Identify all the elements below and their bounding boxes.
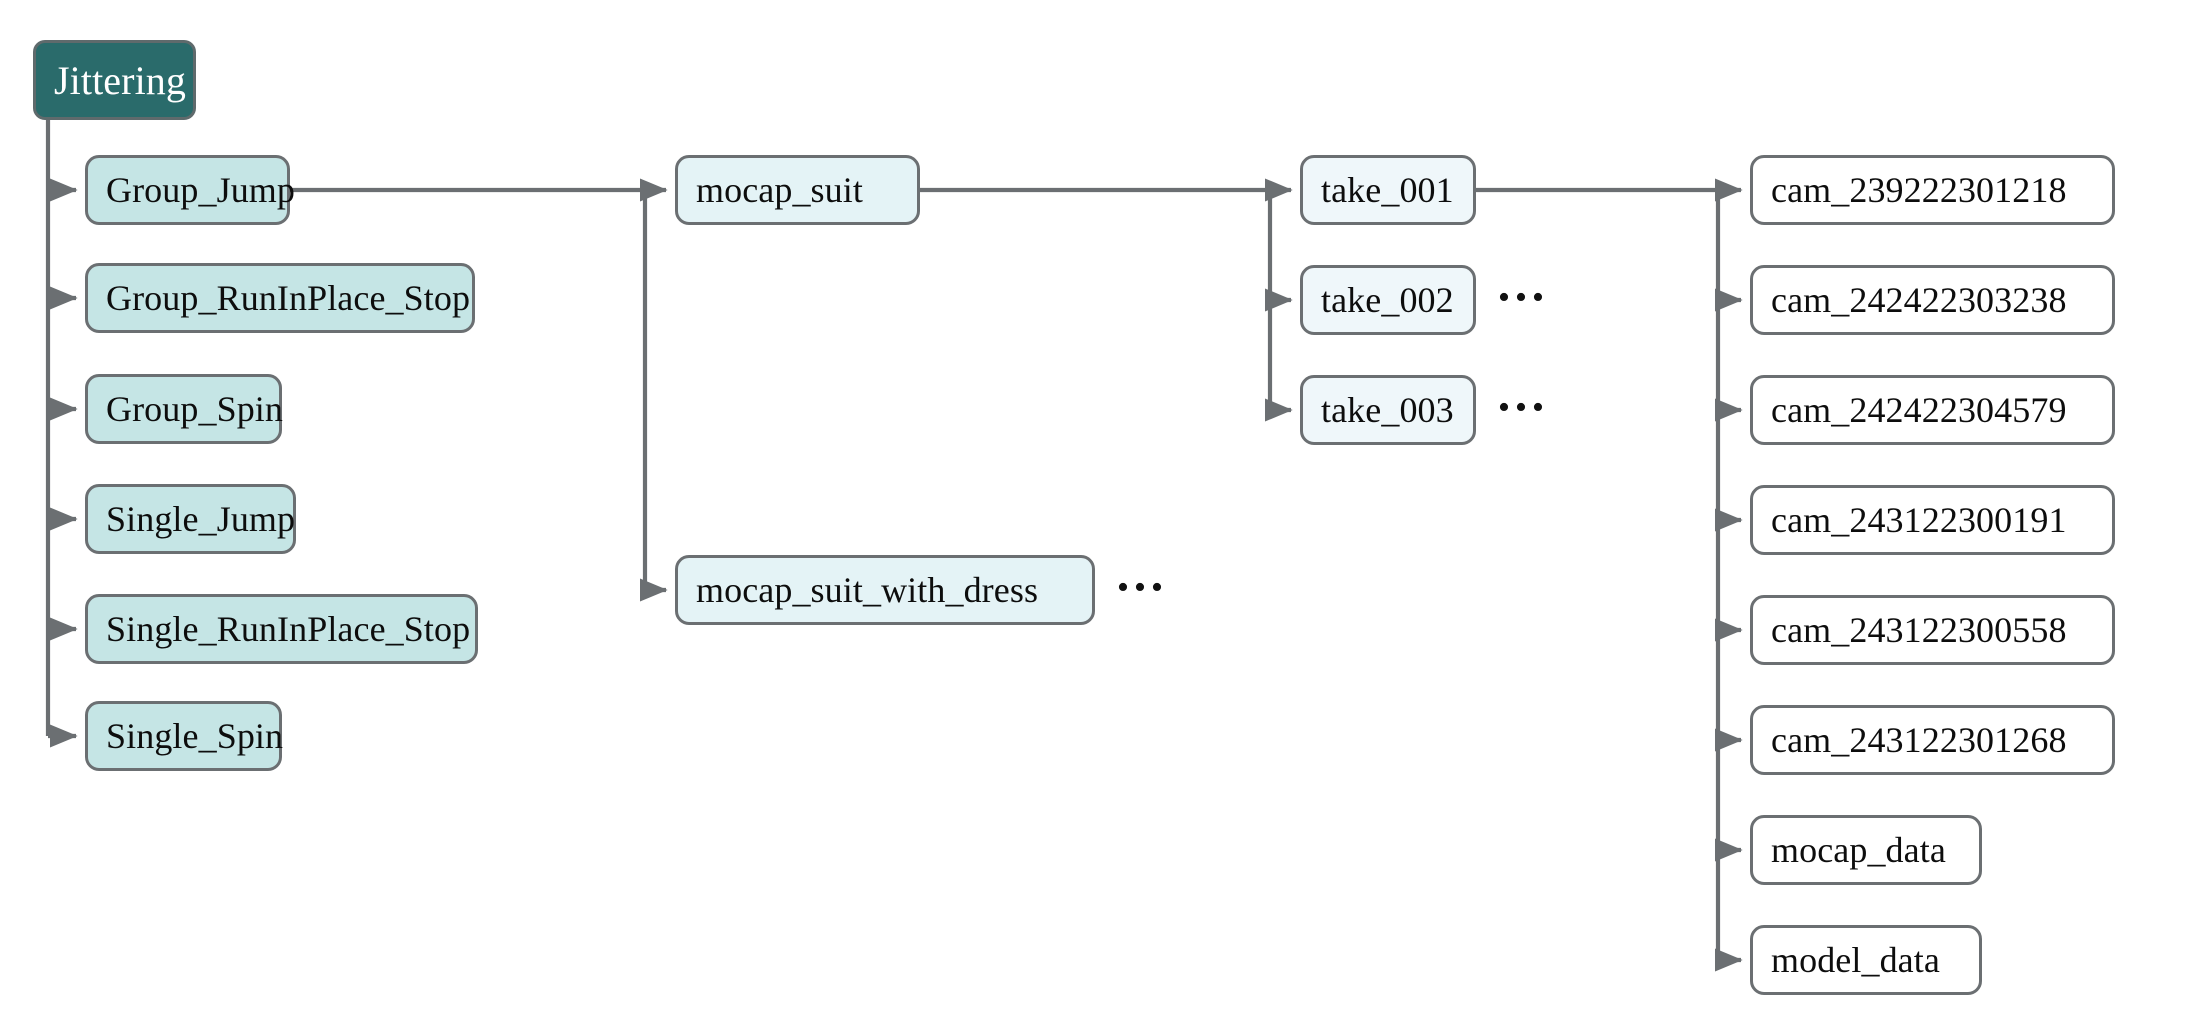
node-label: model_data xyxy=(1771,940,1940,980)
node-capture-streams-cam-243122300191[interactable]: cam_243122300191 xyxy=(1750,485,2115,555)
node-capture-streams-mocap-data[interactable]: mocap_data xyxy=(1750,815,1982,885)
node-motion-sequences-single-runinplace-stop[interactable]: Single_RunInPlace_Stop xyxy=(85,594,478,664)
root-node-jittering[interactable]: Jittering xyxy=(33,40,196,120)
node-capture-streams-cam-243122301268[interactable]: cam_243122301268 xyxy=(1750,705,2115,775)
node-label: cam_242422303238 xyxy=(1771,280,2067,320)
node-label: cam_243122300558 xyxy=(1771,610,2067,650)
node-label: cam_242422304579 xyxy=(1771,390,2067,430)
node-label: take_003 xyxy=(1321,390,1454,430)
node-label: Single_Spin xyxy=(106,716,284,756)
ellipsis-more-take-002: ••• xyxy=(1498,279,1549,317)
node-capture-streams-cam-239222301218[interactable]: cam_239222301218 xyxy=(1750,155,2115,225)
node-label: Single_Jump xyxy=(106,499,296,539)
ellipsis-more-mocap-suit-with-dress: ••• xyxy=(1117,569,1168,607)
ellipsis-more-take-003: ••• xyxy=(1498,389,1549,427)
node-label: Group_Spin xyxy=(106,389,284,429)
node-motion-sequences-single-spin[interactable]: Single_Spin xyxy=(85,701,284,771)
node-motion-sequences-group-spin[interactable]: Group_Spin xyxy=(85,374,284,444)
node-motion-sequences-group-jump[interactable]: Group_Jump xyxy=(85,155,295,225)
node-takes-take-003[interactable]: take_003 xyxy=(1300,375,1476,445)
node-capture-streams-cam-242422304579[interactable]: cam_242422304579 xyxy=(1750,375,2115,445)
node-motion-sequences-group-runinplace-stop[interactable]: Group_RunInPlace_Stop xyxy=(85,263,475,333)
node-label: Single_RunInPlace_Stop xyxy=(106,609,471,649)
node-outfits-mocap-suit-with-dress[interactable]: mocap_suit_with_dress xyxy=(675,555,1095,625)
node-label: cam_243122300191 xyxy=(1771,500,2067,540)
node-label: mocap_suit_with_dress xyxy=(696,570,1039,610)
node-label: cam_239222301218 xyxy=(1771,170,2067,210)
node-motion-sequences-single-jump[interactable]: Single_Jump xyxy=(85,484,296,554)
node-label: cam_243122301268 xyxy=(1771,720,2067,760)
node-takes-take-002[interactable]: take_002 xyxy=(1300,265,1476,335)
node-label: take_001 xyxy=(1321,170,1454,210)
node-label: mocap_data xyxy=(1771,830,1946,870)
node-capture-streams-cam-242422303238[interactable]: cam_242422303238 xyxy=(1750,265,2115,335)
node-label: Group_RunInPlace_Stop xyxy=(106,278,471,318)
node-capture-streams-cam-243122300558[interactable]: cam_243122300558 xyxy=(1750,595,2115,665)
node-label: Jittering xyxy=(54,57,186,103)
node-capture-streams-model-data[interactable]: model_data xyxy=(1750,925,1982,995)
node-label: Group_Jump xyxy=(106,170,295,210)
node-label: mocap_suit xyxy=(696,170,863,210)
node-outfits-mocap-suit[interactable]: mocap_suit xyxy=(675,155,920,225)
node-takes-take-001[interactable]: take_001 xyxy=(1300,155,1476,225)
node-label: take_002 xyxy=(1321,280,1454,320)
